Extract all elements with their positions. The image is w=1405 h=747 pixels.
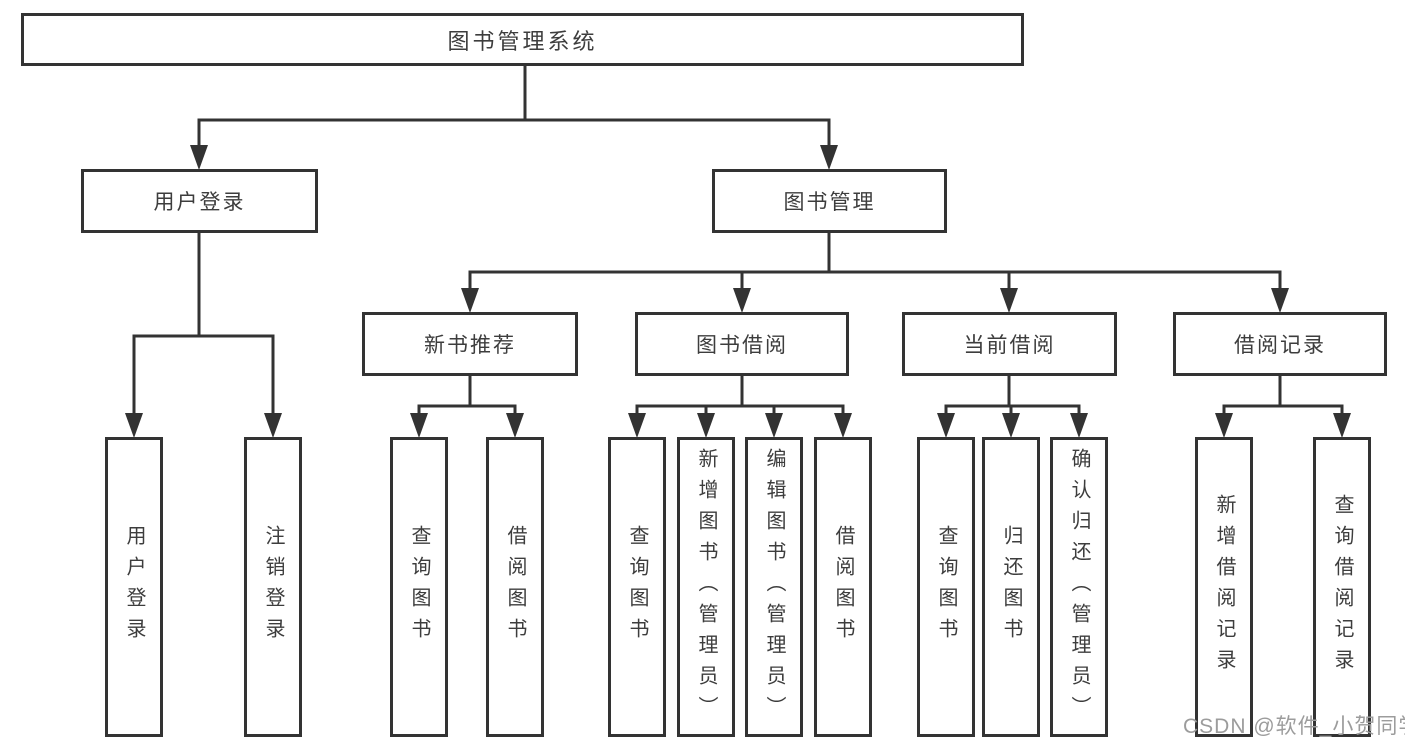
leaf-label: 新增图书（管理员） bbox=[695, 447, 717, 727]
leaf-query-books-current: 查询图书 bbox=[917, 437, 975, 737]
leaf-label: 借阅图书 bbox=[832, 525, 854, 649]
leaf-label: 确认归还（管理员） bbox=[1068, 447, 1090, 727]
leaf-return-book: 归还图书 bbox=[982, 437, 1040, 737]
leaf-query-books-recommend: 查询图书 bbox=[390, 437, 448, 737]
leaf-query-books-borrow: 查询图书 bbox=[608, 437, 666, 737]
node-book-management: 图书管理 bbox=[712, 169, 947, 233]
node-current-borrow: 当前借阅 bbox=[902, 312, 1117, 376]
leaf-query-borrow-record: 查询借阅记录 bbox=[1313, 437, 1371, 737]
leaf-logout: 注销登录 bbox=[244, 437, 302, 737]
node-label: 图书管理系统 bbox=[447, 28, 598, 54]
node-label: 当前借阅 bbox=[963, 334, 1056, 357]
leaf-add-borrow-record: 新增借阅记录 bbox=[1195, 437, 1253, 737]
node-borrow-records: 借阅记录 bbox=[1173, 312, 1387, 376]
leaf-borrow-books: 借阅图书 bbox=[814, 437, 872, 737]
leaf-label: 归还图书 bbox=[1000, 525, 1022, 649]
leaf-label: 借阅图书 bbox=[504, 525, 526, 649]
node-user-login: 用户登录 bbox=[81, 169, 318, 233]
leaf-edit-book-admin: 编辑图书（管理员） bbox=[745, 437, 803, 737]
node-label: 借阅记录 bbox=[1234, 334, 1326, 357]
leaf-user-login: 用户登录 bbox=[105, 437, 163, 737]
node-label: 图书借阅 bbox=[696, 334, 788, 357]
node-label: 新书推荐 bbox=[424, 334, 516, 357]
node-label: 图书管理 bbox=[783, 191, 876, 214]
leaf-label: 查询图书 bbox=[935, 525, 957, 649]
leaf-label: 查询借阅记录 bbox=[1331, 494, 1353, 680]
leaf-label: 注销登录 bbox=[262, 525, 284, 649]
watermark: CSDN @软件_小贺同学 bbox=[1183, 715, 1405, 738]
leaf-label: 查询图书 bbox=[408, 525, 430, 649]
node-library-management-system: 图书管理系统 bbox=[21, 13, 1024, 66]
leaf-label: 编辑图书（管理员） bbox=[763, 447, 785, 727]
node-new-book-recommend: 新书推荐 bbox=[362, 312, 578, 376]
leaf-label: 查询图书 bbox=[626, 525, 648, 649]
leaf-confirm-return-admin: 确认归还（管理员） bbox=[1050, 437, 1108, 737]
leaf-borrow-books-recommend: 借阅图书 bbox=[486, 437, 544, 737]
node-book-borrow: 图书借阅 bbox=[635, 312, 849, 376]
leaf-label: 用户登录 bbox=[123, 525, 145, 649]
leaf-add-book-admin: 新增图书（管理员） bbox=[677, 437, 735, 737]
leaf-label: 新增借阅记录 bbox=[1213, 494, 1235, 680]
node-label: 用户登录 bbox=[153, 191, 246, 214]
